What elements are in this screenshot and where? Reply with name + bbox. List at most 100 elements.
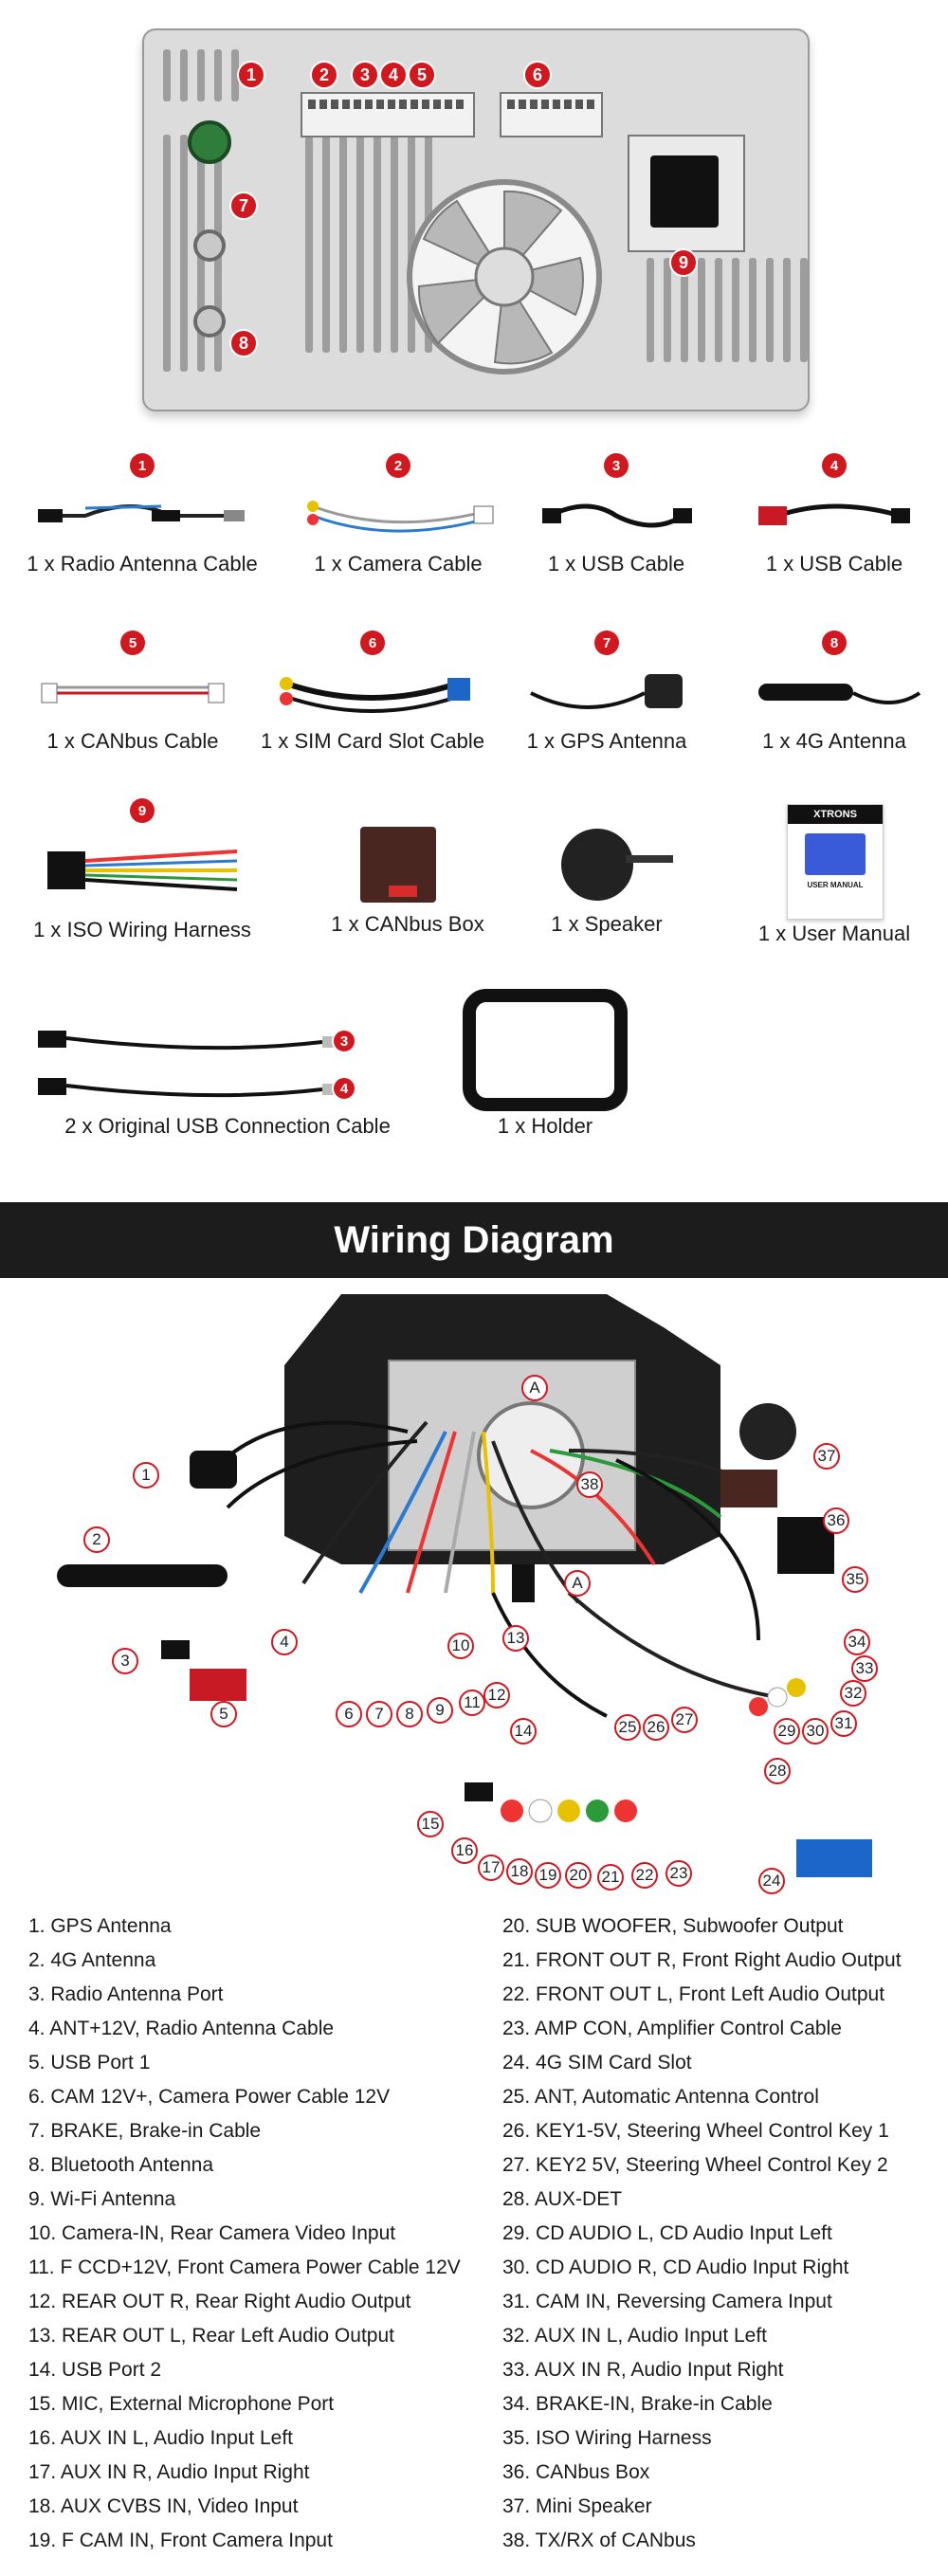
legend-right-column: 20. SUB WOOFER, Subwoofer Output 21. FRO… — [502, 1909, 902, 2558]
legend-item: 18. AUX CVBS IN, Video Input — [28, 2495, 299, 2517]
accessory-sim-card-slot-cable: 6 1 x SIM Card Slot Cable — [248, 630, 497, 754]
legend-item: 16. AUX IN L, Audio Input Left — [28, 2427, 294, 2449]
callout-a-top: A — [521, 1375, 548, 1401]
accessory-number: 7 — [594, 630, 619, 655]
callout-16: 16 — [451, 1837, 478, 1864]
banner-title: Wiring Diagram — [334, 1218, 614, 1261]
callout-36: 36 — [823, 1507, 849, 1534]
callout-27: 27 — [671, 1707, 698, 1733]
callout-15: 15 — [417, 1811, 444, 1837]
callout-28: 28 — [764, 1758, 791, 1784]
callout-3: 3 — [112, 1648, 138, 1674]
accessory-user-manual: XTRONS USER MANUAL 1 x User Manual — [735, 798, 934, 946]
canbus-cable-icon — [41, 683, 225, 703]
unit-badge-9: 9 — [669, 248, 698, 277]
right-vents — [647, 258, 808, 372]
callout-14: 14 — [510, 1718, 537, 1745]
unit-badge-3: 3 — [351, 61, 379, 89]
legend-item: 13. REAR OUT L, Rear Left Audio Output — [28, 2325, 394, 2347]
accessory-label: 1 x CANbus Cable — [46, 729, 219, 753]
legend-item: 36. CANbus Box — [502, 2461, 650, 2483]
manual-title: USER MANUAL — [807, 881, 864, 889]
accessory-label: 1 x User Manual — [757, 922, 911, 945]
unit-badge-1: 1 — [237, 61, 265, 89]
callout-7: 7 — [366, 1701, 392, 1727]
gps-antenna-icon — [530, 674, 683, 709]
accessory-label: 1 x Camera Cable — [314, 552, 483, 575]
cooling-fan-icon — [407, 179, 602, 375]
accessory-number: 6 — [360, 630, 385, 655]
callout-11: 11 — [459, 1690, 485, 1716]
callout-32: 32 — [840, 1680, 866, 1707]
unit-badge-5: 5 — [408, 61, 436, 89]
accessory-label: 1 x GPS Antenna — [526, 729, 687, 753]
accessory-usb-cable-1: 3 1 x USB Cable — [531, 453, 702, 576]
radio-antenna-port — [188, 120, 231, 164]
callout-34: 34 — [844, 1629, 870, 1655]
connector-block-sim — [500, 92, 603, 137]
legend-item: 1. GPS Antenna — [28, 1915, 172, 1937]
wiring-diagram-drawing — [57, 1294, 872, 1877]
legend-item: 7. BRAKE, Brake-in Cable — [28, 2120, 262, 2142]
legend-item: 6. CAM 12V+, Camera Power Cable 12V — [28, 2086, 391, 2108]
4g-antenna-icon — [758, 684, 921, 704]
accessory-number: 8 — [822, 630, 847, 655]
accessory-number: 4 — [822, 453, 847, 478]
radio-cable-icon — [38, 504, 245, 522]
accessory-speaker: 1 x Speaker — [512, 817, 702, 937]
callout-21: 21 — [597, 1864, 624, 1891]
unit-badge-6: 6 — [523, 61, 552, 89]
accessory-label: 1 x USB Cable — [547, 552, 685, 575]
callout-6: 6 — [336, 1701, 362, 1727]
accessory-number: 3 — [604, 453, 629, 478]
legend-item: 38. TX/RX of CANbus — [502, 2530, 696, 2551]
legend-item: 9. Wi-Fi Antenna — [28, 2188, 176, 2210]
callout-37: 37 — [813, 1443, 840, 1470]
legend-item: 25. ANT, Automatic Antenna Control — [502, 2086, 819, 2108]
callout-17: 17 — [478, 1854, 504, 1881]
callout-24: 24 — [758, 1868, 785, 1894]
accessory-original-usb-cables: 3 4 2 x Original USB Connection Cable — [19, 1010, 436, 1139]
accessory-label: 1 x SIM Card Slot Cable — [261, 729, 484, 753]
accessory-camera-cable: 2 1 x Camera Cable — [284, 453, 512, 576]
callout-8: 8 — [396, 1701, 423, 1727]
wifi-antenna-port — [193, 305, 226, 338]
callout-31: 31 — [830, 1710, 857, 1737]
callout-30: 30 — [802, 1718, 829, 1745]
callout-10: 10 — [447, 1633, 474, 1659]
speaker-icon — [561, 829, 673, 901]
legend-item: 20. SUB WOOFER, Subwoofer Output — [502, 1915, 844, 1937]
accessory-label: 1 x ISO Wiring Harness — [33, 918, 251, 941]
callout-25: 25 — [614, 1714, 641, 1741]
callout-18: 18 — [506, 1858, 533, 1885]
top-vents — [163, 49, 239, 106]
original-usb-cable-icon — [38, 1031, 337, 1098]
canbus-box-icon — [360, 827, 436, 903]
legend-item: 5. USB Port 1 — [28, 2052, 151, 2074]
callout-22: 22 — [631, 1862, 658, 1889]
holder-frame-icon — [463, 989, 628, 1111]
head-unit-rear-panel: 1 2 3 4 5 6 7 8 9 — [142, 28, 810, 411]
callout-12: 12 — [483, 1682, 510, 1708]
accessory-number: 5 — [120, 630, 145, 655]
accessory-gps-antenna: 7 1 x GPS Antenna — [512, 630, 702, 754]
callout-35: 35 — [842, 1566, 868, 1593]
accessory-number: 2 — [386, 453, 410, 478]
legend-item: 11. F CCD+12V, Front Camera Power Cable … — [28, 2256, 461, 2278]
accessory-radio-antenna-cable: 1 1 x Radio Antenna Cable — [19, 453, 265, 576]
unit-badge-2: 2 — [310, 61, 338, 89]
sim-cable-icon — [280, 677, 470, 713]
legend-item: 12. REAR OUT R, Rear Right Audio Output — [28, 2291, 411, 2312]
callout-38: 38 — [576, 1471, 603, 1498]
wiring-diagram-banner: Wiring Diagram — [0, 1202, 948, 1278]
callout-29: 29 — [774, 1718, 800, 1745]
legend-item: 14. USB Port 2 — [28, 2359, 162, 2381]
accessory-label: 1 x 4G Antenna — [762, 729, 906, 753]
callout-20: 20 — [565, 1862, 592, 1889]
legend-item: 24. 4G SIM Card Slot — [502, 2052, 692, 2074]
connector-block-camera-usb — [301, 92, 475, 137]
accessory-canbus-cable: 5 1 x CANbus Cable — [28, 630, 237, 754]
legend-item: 22. FRONT OUT L, Front Left Audio Output — [502, 1983, 885, 2005]
accessory-label: 1 x Holder — [497, 1114, 593, 1138]
